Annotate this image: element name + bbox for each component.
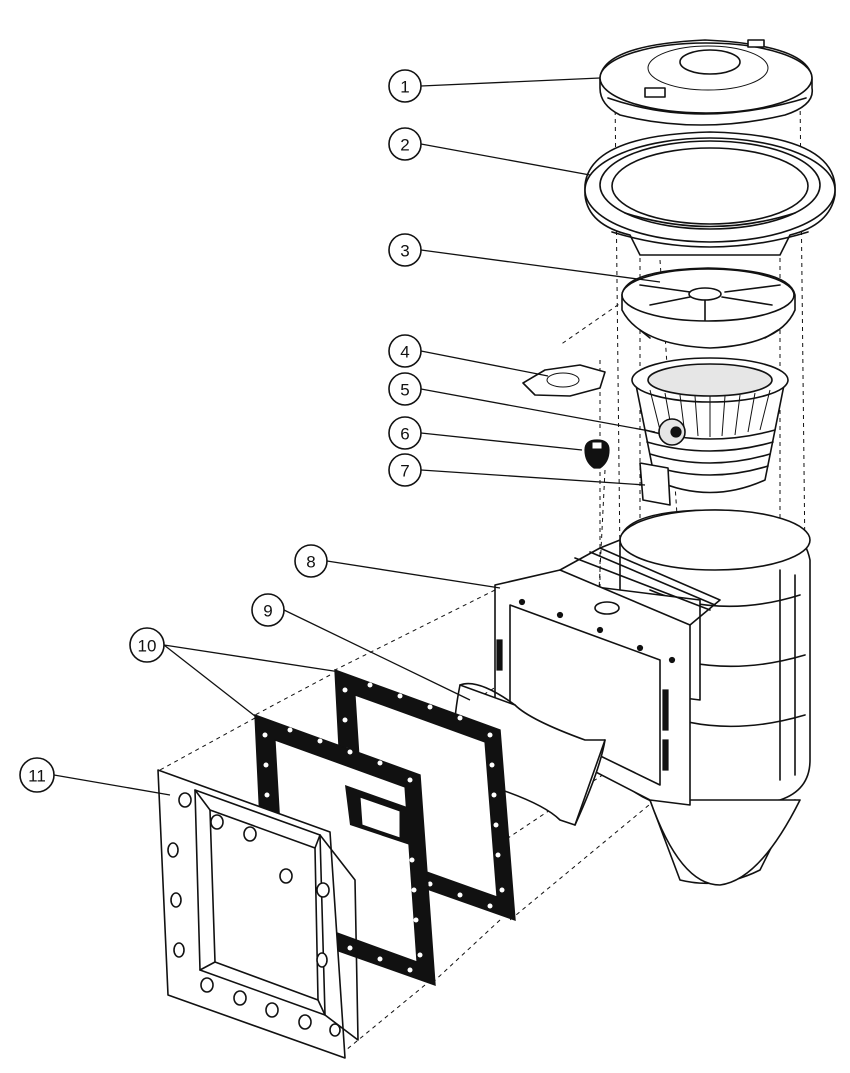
part-2-collar	[584, 131, 836, 256]
callout-11: 11	[19, 757, 55, 793]
part-5-basket	[631, 357, 789, 494]
part-11-faceplate	[157, 769, 359, 1059]
part-8-throat-flange	[494, 539, 721, 806]
callout-9-label: 9	[263, 602, 272, 621]
part-10-gasket-front	[254, 713, 436, 987]
part-4-valve-plate	[522, 364, 606, 397]
callout-7-label: 7	[400, 462, 409, 481]
callout-6-label: 6	[400, 425, 409, 444]
callout-3-label: 3	[400, 242, 409, 261]
callout-2: 2	[388, 127, 422, 161]
callout-3: 3	[388, 233, 422, 267]
callout-2-label: 2	[400, 136, 409, 155]
part-3-plate	[621, 267, 796, 349]
callout-1: 1	[388, 69, 422, 103]
callout-5-label: 5	[400, 381, 409, 400]
leader-lines	[53, 77, 661, 796]
callout-11-label: 11	[28, 767, 46, 786]
callout-6: 6	[388, 416, 422, 450]
callout-10: 10	[129, 627, 165, 663]
callout-1-label: 1	[400, 78, 409, 97]
callout-8: 8	[294, 544, 328, 578]
callout-9: 9	[251, 593, 285, 627]
part-6-fitting	[584, 439, 610, 469]
callout-5: 5	[388, 372, 422, 406]
part-7-flap	[639, 462, 671, 506]
callout-4: 4	[388, 334, 422, 368]
callout-7: 7	[388, 453, 422, 487]
callout-10-label: 10	[138, 637, 157, 656]
callout-4-label: 4	[400, 343, 409, 362]
part-1-lid	[599, 39, 814, 126]
callout-8-label: 8	[306, 553, 315, 572]
